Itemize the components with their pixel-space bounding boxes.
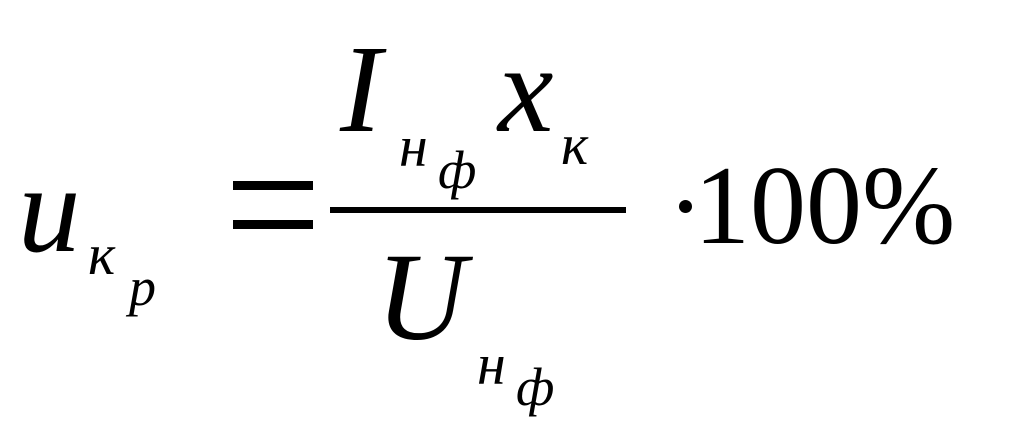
numerator-current-subsubscript: ф <box>438 140 477 200</box>
equals-bar-bottom <box>233 220 313 229</box>
numerator-reactance-symbol: x <box>498 21 554 159</box>
numerator-reactance-subscript: к <box>561 112 589 177</box>
equals-bar-top <box>233 181 313 190</box>
multiplication-dot <box>679 200 692 213</box>
lhs-subsubscript: р <box>129 257 156 317</box>
denominator-voltage-symbol: U <box>376 229 467 367</box>
fraction-bar <box>330 207 626 213</box>
numerator-current-subscript: н <box>399 114 428 179</box>
lhs-subscript: к <box>88 222 116 287</box>
denominator-voltage-subsubscript: ф <box>516 357 555 417</box>
lhs-symbol: u <box>18 141 81 279</box>
numerator-current-symbol: I <box>340 21 382 159</box>
denominator-voltage-subscript: н <box>477 332 506 397</box>
multiplier-value: 100% <box>694 144 956 268</box>
